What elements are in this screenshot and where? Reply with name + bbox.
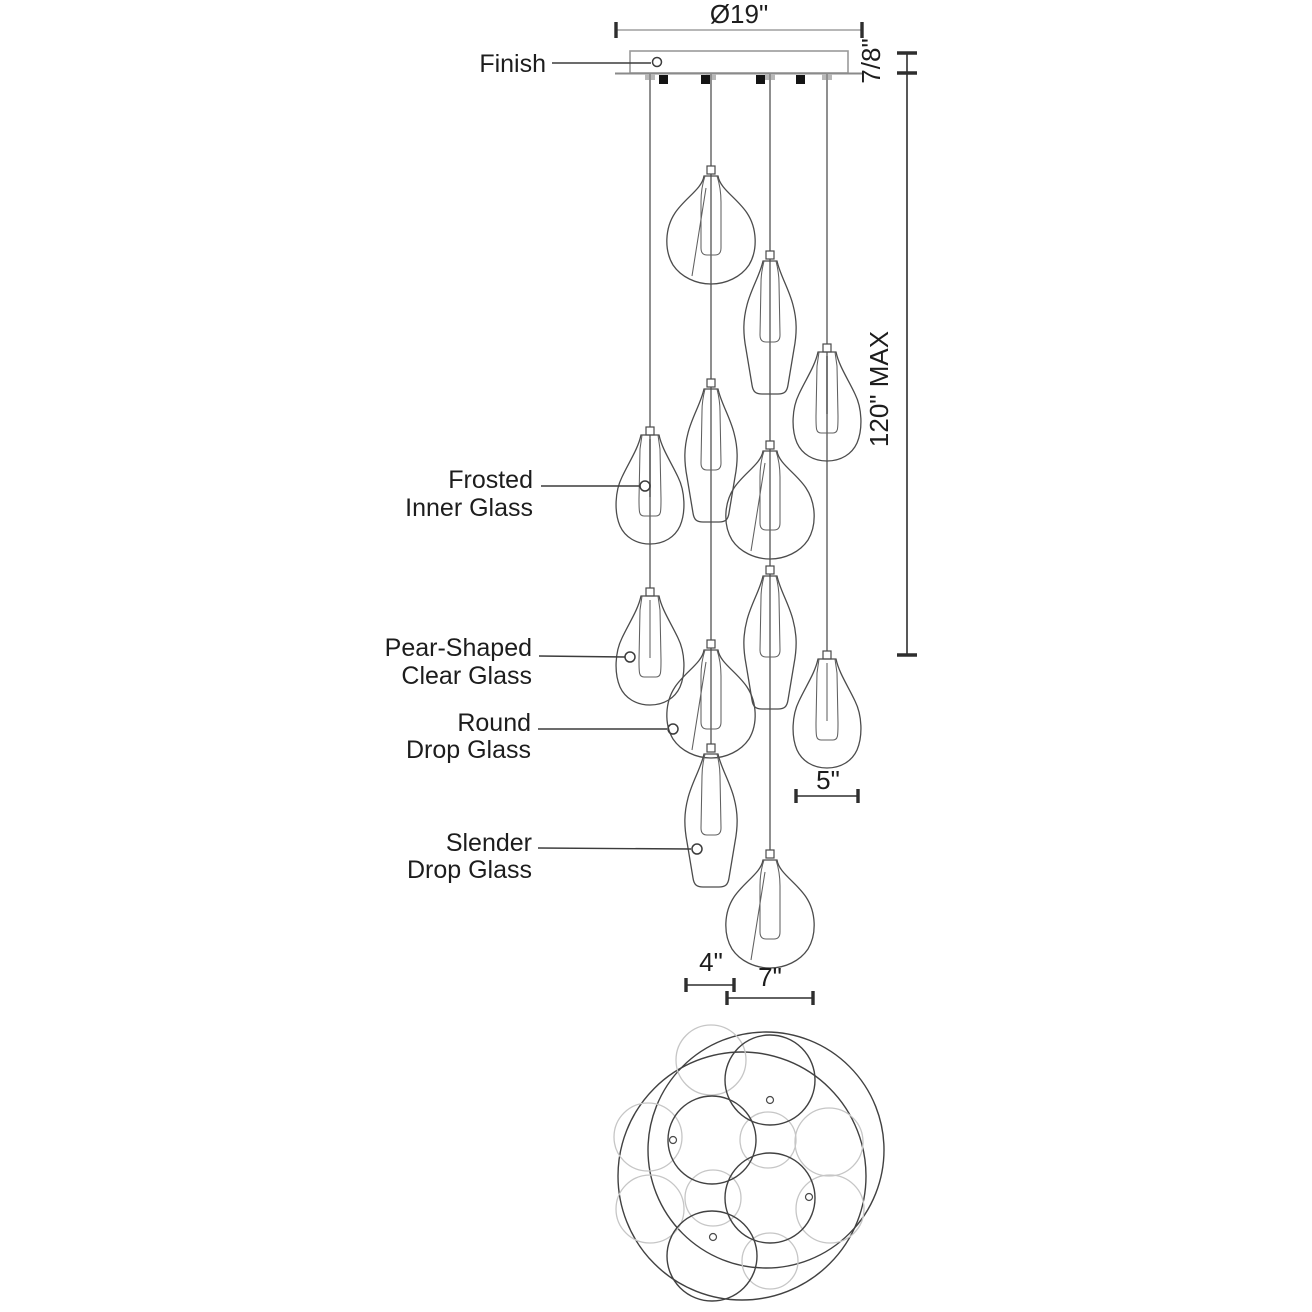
round-drop-label-line1: Round (457, 709, 531, 737)
suspension-cords (649, 74, 828, 851)
canopy-thickness-value: 7/8" (856, 38, 886, 83)
round-width-value: 7" (758, 962, 782, 992)
slender-marker-circle (691, 843, 703, 855)
plan-small-pendant-circle (739, 1111, 797, 1169)
canopy-diameter-value: Ø19" (710, 0, 768, 29)
dimensions: Ø19" 7/8" 120" MAX 5" 4" 7" (614, 0, 917, 1005)
plan-small-pendant-circle (684, 1169, 742, 1227)
canopy (615, 50, 863, 84)
pear-width-value: 5" (816, 765, 840, 795)
slender-leader-line (537, 847, 692, 850)
pear-shaped-label-line2: Clear Glass (401, 662, 532, 690)
plan-small-pendant-circle (615, 1174, 685, 1244)
plan-small-pendant-circle (741, 1232, 799, 1290)
cord-connector (701, 75, 710, 84)
cord-connector (659, 75, 668, 84)
frosted-inner-glass-label-line1: Frosted (448, 466, 533, 494)
pendant-round-drop-4 (725, 849, 815, 969)
finish-indicator-circle (651, 56, 663, 68)
plan-round-pendant-circle (666, 1210, 758, 1302)
canopy-plate (629, 50, 849, 74)
round-drop-label-line2: Drop Glass (406, 736, 531, 764)
cord-connector (796, 75, 805, 84)
plan-outer-boundary (617, 1051, 867, 1301)
pendant-pear-shaped-2 (615, 587, 685, 706)
plan-outer-boundary (647, 1031, 885, 1269)
plan-round-pendant-circle (724, 1034, 816, 1126)
plan-cord-point (708, 1232, 718, 1242)
round-marker-circle (667, 723, 679, 735)
plan-small-pendant-circle (794, 1107, 864, 1177)
plan-round-pendant-circle (667, 1095, 757, 1185)
pendant-slender-drop-4 (684, 743, 738, 888)
plan-round-pendant-circle (724, 1152, 816, 1244)
plan-small-pendant-circle (613, 1102, 683, 1172)
slender-width-value: 4" (699, 947, 723, 977)
pear-leader-line (538, 655, 626, 658)
cord-connector (756, 75, 765, 84)
slender-drop-label-line1: Slender (446, 829, 532, 857)
slender-drop-label-line2: Drop Glass (407, 856, 532, 884)
pear-shaped-label-line1: Pear-Shaped (385, 634, 532, 662)
callouts: Finish Frosted Inner Glass Pear-Shaped C… (385, 50, 703, 884)
pear-marker-circle (624, 651, 636, 663)
plan-cord-point (804, 1192, 814, 1202)
finish-label: Finish (479, 50, 546, 78)
plan-small-pendant-circle (675, 1024, 747, 1096)
max-drop-value: 120" MAX (864, 331, 894, 447)
pendant-pear-shaped-3 (792, 650, 862, 769)
plan-cord-point (668, 1135, 678, 1145)
frosted-inner-glass-label-line2: Inner Glass (405, 494, 533, 522)
pendants-side-view (615, 165, 862, 969)
frosted-marker-circle (639, 480, 651, 492)
plan-view (613, 1024, 885, 1302)
plan-small-pendant-circle (795, 1174, 865, 1244)
plan-cord-point (765, 1095, 775, 1105)
